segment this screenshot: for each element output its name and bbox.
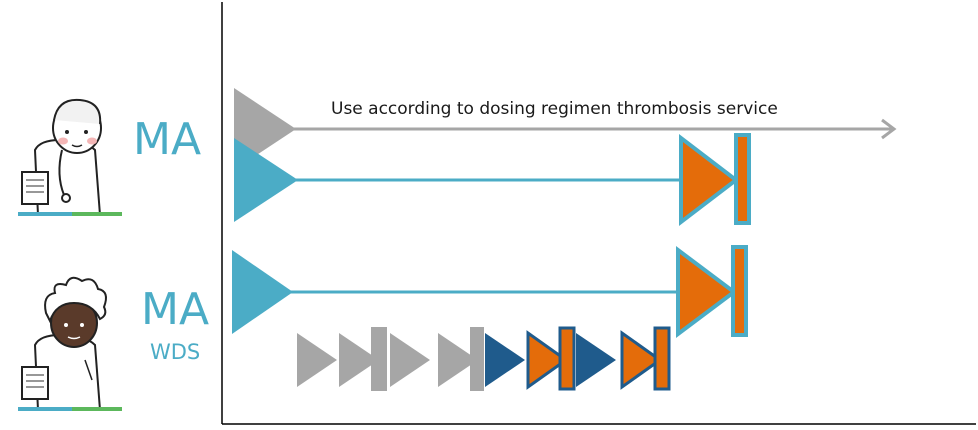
doctor-icon xyxy=(18,276,122,411)
teal-arrow-row-1 xyxy=(234,133,751,227)
role-label-row-1: MA xyxy=(133,114,202,165)
role-label-row-2: MA xyxy=(141,284,210,335)
doctor-icon xyxy=(18,98,122,216)
subrole-label-row-2: WDS xyxy=(150,340,201,364)
instruction-text: Use according to dosing regimen thrombos… xyxy=(331,99,778,119)
teal-arrow-row-2 xyxy=(232,245,748,338)
gray-arrow-sequence xyxy=(297,327,484,391)
navy-orange-arrow-sequence xyxy=(485,326,671,391)
